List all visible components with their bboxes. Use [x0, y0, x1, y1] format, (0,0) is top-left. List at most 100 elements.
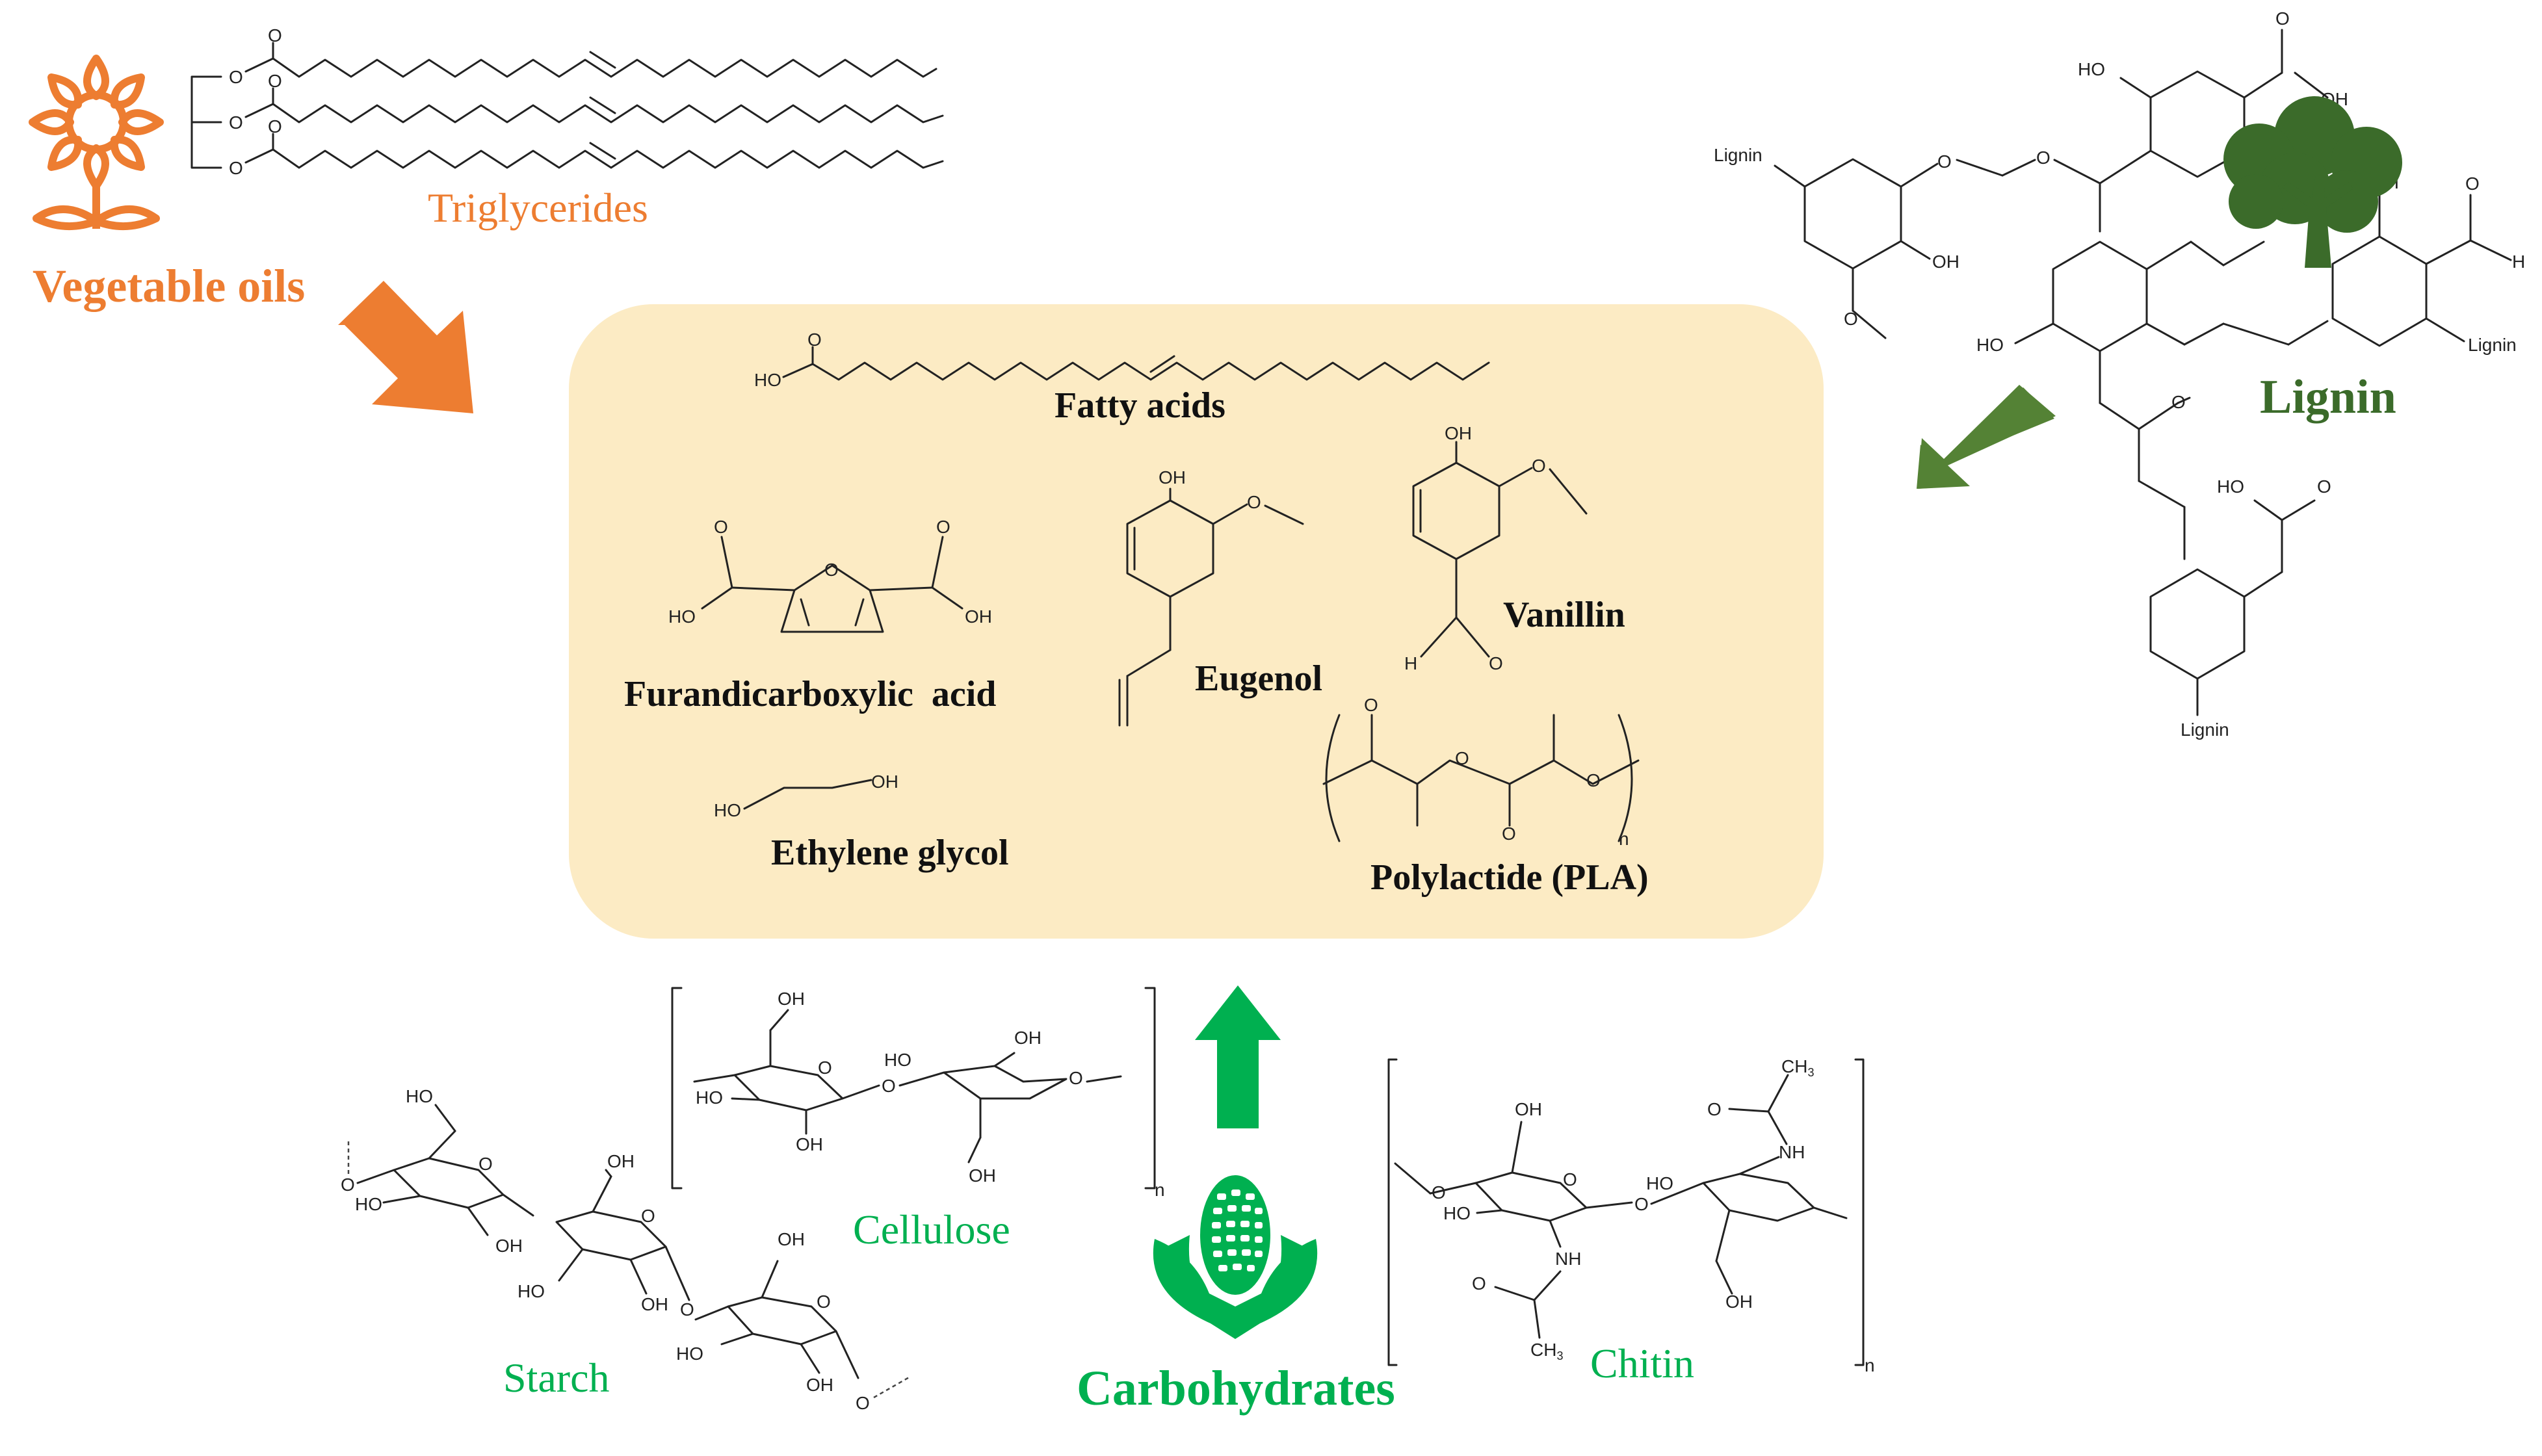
svg-text:O: O — [1472, 1273, 1486, 1294]
vanillin-label: Vanillin — [1503, 595, 1625, 635]
svg-text:O: O — [824, 560, 839, 580]
carbohydrates-title: Carbohydrates — [1077, 1361, 1395, 1416]
svg-text:OH: OH — [871, 772, 898, 792]
svg-text:O: O — [2275, 8, 2290, 29]
svg-text:O: O — [1937, 151, 1952, 172]
svg-text:O: O — [1586, 770, 1601, 790]
svg-text:OH: OH — [1445, 423, 1472, 443]
ethylene-glycol-structure: HO OH — [714, 772, 898, 820]
cellulose-structure: n OH HO OH O O OH HO OH O — [671, 987, 1165, 1200]
fatty-acid-structure: HO O — [754, 330, 1490, 390]
svg-text:HO: HO — [2217, 476, 2244, 497]
svg-text:OH: OH — [1159, 467, 1186, 488]
products-box — [569, 304, 1824, 939]
svg-text:HO: HO — [714, 800, 741, 820]
svg-text:H: H — [1404, 653, 1417, 673]
svg-text:OH: OH — [806, 1375, 833, 1395]
svg-text:O: O — [268, 71, 282, 91]
pla-label: Polylactide (PLA) — [1370, 857, 1649, 898]
svg-text:O: O — [1502, 824, 1516, 844]
svg-text:HO: HO — [518, 1281, 545, 1301]
svg-text:OH: OH — [1515, 1099, 1542, 1119]
svg-text:O: O — [2171, 392, 2186, 412]
svg-text:O: O — [1707, 1099, 1722, 1119]
chitin-structure: n OH O HO O NH O CH3 O HO NH O CH3 OH — [1387, 1056, 1875, 1375]
svg-text:OH: OH — [495, 1236, 523, 1256]
svg-text:OH: OH — [796, 1134, 823, 1154]
svg-text:O: O — [641, 1206, 655, 1226]
svg-text:HO: HO — [884, 1050, 911, 1070]
svg-text:O: O — [268, 116, 282, 136]
svg-text:O: O — [268, 25, 282, 46]
svg-text:O: O — [1532, 456, 1546, 476]
sunflower-icon — [29, 55, 164, 231]
svg-text:n: n — [1619, 829, 1629, 849]
lignin-structure: HO O OH O O OH O HO OH O H O HO O Lignin… — [1714, 8, 2525, 740]
svg-text:O: O — [714, 517, 728, 537]
svg-text:HO: HO — [1443, 1203, 1471, 1223]
svg-text:OH: OH — [607, 1151, 635, 1171]
svg-text:O: O — [229, 67, 243, 87]
svg-text:O: O — [807, 330, 822, 350]
svg-text:O: O — [817, 1292, 831, 1312]
svg-text:OH: OH — [1932, 252, 1959, 272]
svg-text:H: H — [2512, 252, 2525, 272]
pla-structure: O O O O n — [1322, 695, 1640, 849]
svg-text:NH: NH — [1555, 1249, 1581, 1269]
svg-text:O: O — [1455, 748, 1469, 768]
svg-text:O: O — [1432, 1182, 1446, 1202]
svg-text:CH3: CH3 — [1530, 1340, 1563, 1362]
vegetable-oils-arrow — [338, 281, 473, 413]
svg-text:O: O — [1563, 1169, 1577, 1190]
svg-text:HO: HO — [355, 1194, 382, 1214]
svg-text:O: O — [2465, 174, 2480, 194]
svg-text:OH: OH — [778, 1229, 805, 1249]
svg-text:O: O — [1844, 309, 1858, 329]
lignin-substituent-label: Lignin — [2468, 335, 2517, 355]
svg-text:O: O — [478, 1154, 493, 1174]
starch-label: Starch — [503, 1355, 610, 1401]
svg-text:O: O — [341, 1175, 355, 1195]
svg-text:n: n — [1865, 1355, 1875, 1375]
carbohydrates-arrow — [1195, 985, 1281, 1128]
svg-text:OH: OH — [1725, 1292, 1753, 1312]
svg-text:HO: HO — [1646, 1173, 1673, 1193]
svg-text:HO: HO — [1976, 335, 2004, 355]
svg-text:O: O — [1069, 1068, 1083, 1088]
starch-structure: O HO O HO OH OH O HO OH O OH O HO OH O — [341, 1086, 911, 1413]
svg-text:n: n — [1155, 1180, 1165, 1200]
fdca-structure: O O O HO OH — [668, 517, 992, 633]
svg-text:O: O — [680, 1299, 694, 1320]
eugenol-label: Eugenol — [1195, 658, 1323, 699]
svg-text:O: O — [2036, 148, 2051, 168]
svg-text:OH: OH — [965, 606, 992, 627]
svg-text:O: O — [1364, 695, 1378, 715]
lignin-substituent-label: Lignin — [2181, 720, 2229, 740]
svg-text:O: O — [229, 158, 243, 178]
svg-text:OH: OH — [778, 989, 805, 1009]
svg-text:NH: NH — [1779, 1142, 1805, 1162]
tree-icon — [2223, 96, 2402, 268]
svg-text:O: O — [1634, 1194, 1649, 1214]
svg-text:OH: OH — [641, 1294, 668, 1314]
fdca-label: Furandicarboxylic acid — [624, 674, 997, 714]
svg-text:O: O — [229, 112, 243, 133]
svg-text:O: O — [1247, 492, 1261, 512]
cellulose-label: Cellulose — [853, 1206, 1010, 1253]
lignin-title: Lignin — [2260, 370, 2396, 424]
svg-text:O: O — [882, 1076, 896, 1096]
chitin-label: Chitin — [1590, 1340, 1695, 1386]
corn-icon — [1153, 1175, 1318, 1339]
svg-text:O: O — [818, 1058, 832, 1078]
svg-text:HO: HO — [676, 1344, 703, 1364]
svg-text:O: O — [856, 1393, 870, 1413]
svg-text:HO: HO — [2078, 59, 2105, 79]
svg-text:O: O — [936, 517, 950, 537]
ethylene-glycol-label: Ethylene glycol — [771, 833, 1009, 873]
svg-text:CH3: CH3 — [1781, 1056, 1814, 1079]
svg-text:HO: HO — [754, 370, 781, 390]
svg-text:O: O — [1489, 653, 1503, 673]
vegetable-oils-title: Vegetable oils — [33, 260, 306, 312]
svg-text:OH: OH — [1014, 1028, 1042, 1048]
vanillin-structure: OH O O H — [1404, 423, 1588, 673]
